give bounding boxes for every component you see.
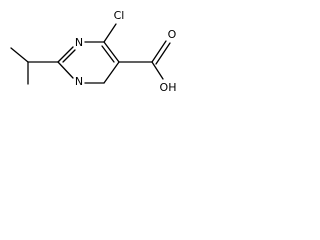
bond-c-oh [151, 61, 164, 80]
bond-carbonyl-a [151, 40, 167, 63]
bond-c5-c4-inner [101, 45, 115, 63]
bond-c5-c4 [103, 41, 120, 63]
bond-methyl-left [10, 47, 29, 63]
bond-lines [10, 23, 171, 85]
bond-c2-n3 [57, 61, 74, 79]
atom-label-hydroxyl: OH [160, 81, 177, 94]
bond-c4-cl [103, 23, 117, 43]
atom-label-chlorine: Cl [114, 9, 125, 22]
bond-c2-n1-inner [62, 49, 76, 63]
bond-c6-c5 [103, 61, 120, 84]
atom-label-n-top: N [75, 36, 83, 49]
bond-carbonyl-b [155, 42, 171, 65]
molecular-structure-diagram: N N Cl O OH [10, 9, 177, 94]
bond-c2-n1 [57, 46, 74, 63]
atom-label-oxygen: O [168, 28, 177, 41]
atom-label-n-bottom: N [75, 75, 83, 88]
